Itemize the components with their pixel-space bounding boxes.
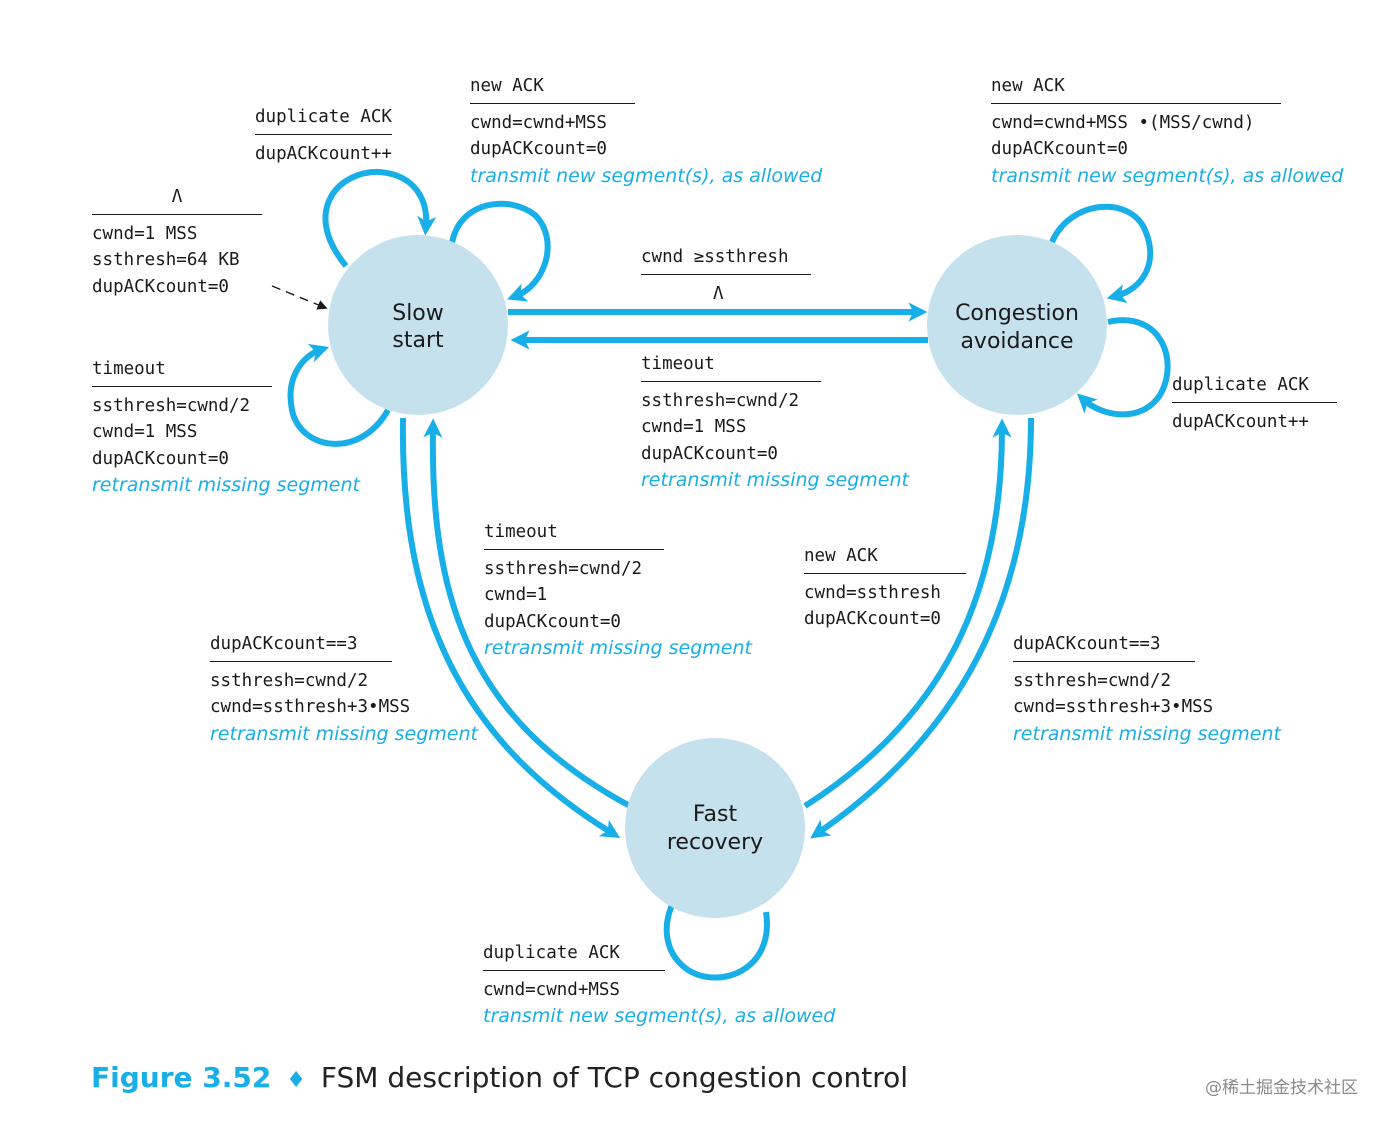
event-text: new ACK [991,73,1281,104]
event-text: dupACKcount==3 [1013,631,1195,662]
action-line: ssthresh=cwnd/2 [92,395,251,416]
event-text: new ACK [470,73,635,104]
label-ca-new-ack: new ACK cwnd=cwnd+MSS •(MSS/cwnd) dupACK… [991,73,1343,189]
action-italic: retransmit missing segment [641,469,909,491]
loop-fr-dup-ack [662,889,770,981]
state-fr-line1: Fast [693,802,738,827]
state-congestion-avoidance: Congestion avoidance [927,235,1107,415]
label-ca-to-ss-timeout: timeout ssthresh=cwnd/2 cwnd=1 MSS dupAC… [641,351,909,494]
action-line: dupACKcount++ [1172,411,1309,432]
action-line: dupACKcount=0 [641,443,778,464]
label-ss-dup-ack: duplicate ACK dupACKcount++ [255,104,392,167]
event-text: Λ [92,184,262,215]
label-fr-timeout: timeout ssthresh=cwnd/2 cwnd=1 dupACKcou… [484,519,752,662]
label-ss-to-fr: dupACKcount==3 ssthresh=cwnd/2 cwnd=ssth… [210,631,478,747]
label-ss-to-ca: cwnd ≥ssthresh Λ [641,244,811,307]
event-text: duplicate ACK [255,104,392,135]
event-text: duplicate ACK [483,940,665,971]
action-line: cwnd=1 MSS [92,223,198,244]
state-fast-recovery: Fast recovery [625,738,805,918]
diamond-icon: ♦ [286,1068,306,1093]
arrow-fr-to-ca [803,418,1012,809]
arrow-fr-to-ss [423,418,632,809]
action-line: cwnd=ssthresh+3•MSS [210,697,411,717]
action-italic: retransmit missing segment [484,637,752,659]
action-line: Λ [713,283,724,304]
label-ca-to-fr: dupACKcount==3 ssthresh=cwnd/2 cwnd=ssth… [1013,631,1281,747]
event-text: timeout [92,356,272,387]
action-italic: retransmit missing segment [210,722,478,745]
action-italic: transmit new segment(s), as allowed [470,164,823,187]
action-italic: transmit new segment(s), as allowed [483,1005,836,1027]
label-fr-dup-ack: duplicate ACK cwnd=cwnd+MSS transmit new… [483,940,835,1030]
label-ca-dup-ack: duplicate ACK dupACKcount++ [1172,372,1337,435]
label-fr-new-ack: new ACK cwnd=ssthresh dupACKcount=0 [804,543,966,633]
loop-ca-new-ack [1049,203,1154,303]
action-line: ssthresh=cwnd/2 [210,670,369,691]
arrow-ss-to-fr [399,417,621,839]
initial-arrow [271,285,328,310]
action-line: cwnd=ssthresh [804,582,941,603]
action-line: cwnd=ssthresh+3•MSS [1013,697,1214,717]
state-slow-start-line1: Slow [392,301,444,326]
action-italic: retransmit missing segment [1013,722,1281,745]
loop-ss-timeout [287,343,391,447]
label-ss-timeout: timeout ssthresh=cwnd/2 cwnd=1 MSS dupAC… [92,356,360,499]
action-line: cwnd=cwnd+MSS [483,979,620,1000]
action-line: cwnd=cwnd+MSS •(MSS/cwnd) [991,112,1255,133]
action-line: cwnd=1 [484,585,548,605]
action-line: dupACKcount=0 [804,609,941,629]
event-text: timeout [484,519,664,550]
loop-ca-dup-ack [1076,317,1171,418]
action-italic: transmit new segment(s), as allowed [991,164,1344,187]
figure-caption: Figure 3.52 ♦ FSM description of TCP con… [91,1061,908,1094]
action-italic: retransmit missing segment [92,474,360,496]
state-slow-start-line2: start [392,328,444,353]
event-text: dupACKcount==3 [210,631,392,662]
action-line: cwnd=cwnd+MSS [470,112,607,133]
arrow-ca-to-fr [810,417,1034,839]
caption-text: FSM description of TCP congestion contro… [320,1061,909,1094]
action-line: dupACKcount++ [255,143,392,164]
action-line: cwnd=1 MSS [641,417,747,437]
action-line: cwnd=1 MSS [92,422,198,442]
event-text: timeout [641,351,821,382]
watermark: @稀土掘金技术社区 [1205,1078,1358,1098]
action-line: dupACKcount=0 [484,611,621,632]
loop-ss-new-ack [449,200,551,302]
action-line: dupACKcount=0 [470,139,607,159]
action-line: ssthresh=64 KB [92,250,240,270]
label-ss-new-ack: new ACK cwnd=cwnd+MSS dupACKcount=0 tran… [470,73,822,189]
event-text: duplicate ACK [1172,372,1337,403]
state-slow-start: Slow start [328,235,508,415]
action-line: dupACKcount=0 [92,448,229,469]
label-initial: Λ cwnd=1 MSS ssthresh=64 KB dupACKcount=… [92,184,262,300]
figure-number: Figure 3.52 [91,1061,272,1094]
event-text: cwnd ≥ssthresh [641,244,811,275]
state-ca-line1: Congestion [955,301,1079,326]
action-line: dupACKcount=0 [991,139,1128,159]
action-line: dupACKcount=0 [92,276,229,297]
action-line: ssthresh=cwnd/2 [1013,670,1172,691]
event-text: new ACK [804,543,966,574]
state-ca-line2: avoidance [960,329,1073,354]
action-line: ssthresh=cwnd/2 [641,390,800,411]
action-line: ssthresh=cwnd/2 [484,558,643,579]
state-fr-line2: recovery [667,830,763,855]
loop-ss-dup-ack [322,168,437,268]
